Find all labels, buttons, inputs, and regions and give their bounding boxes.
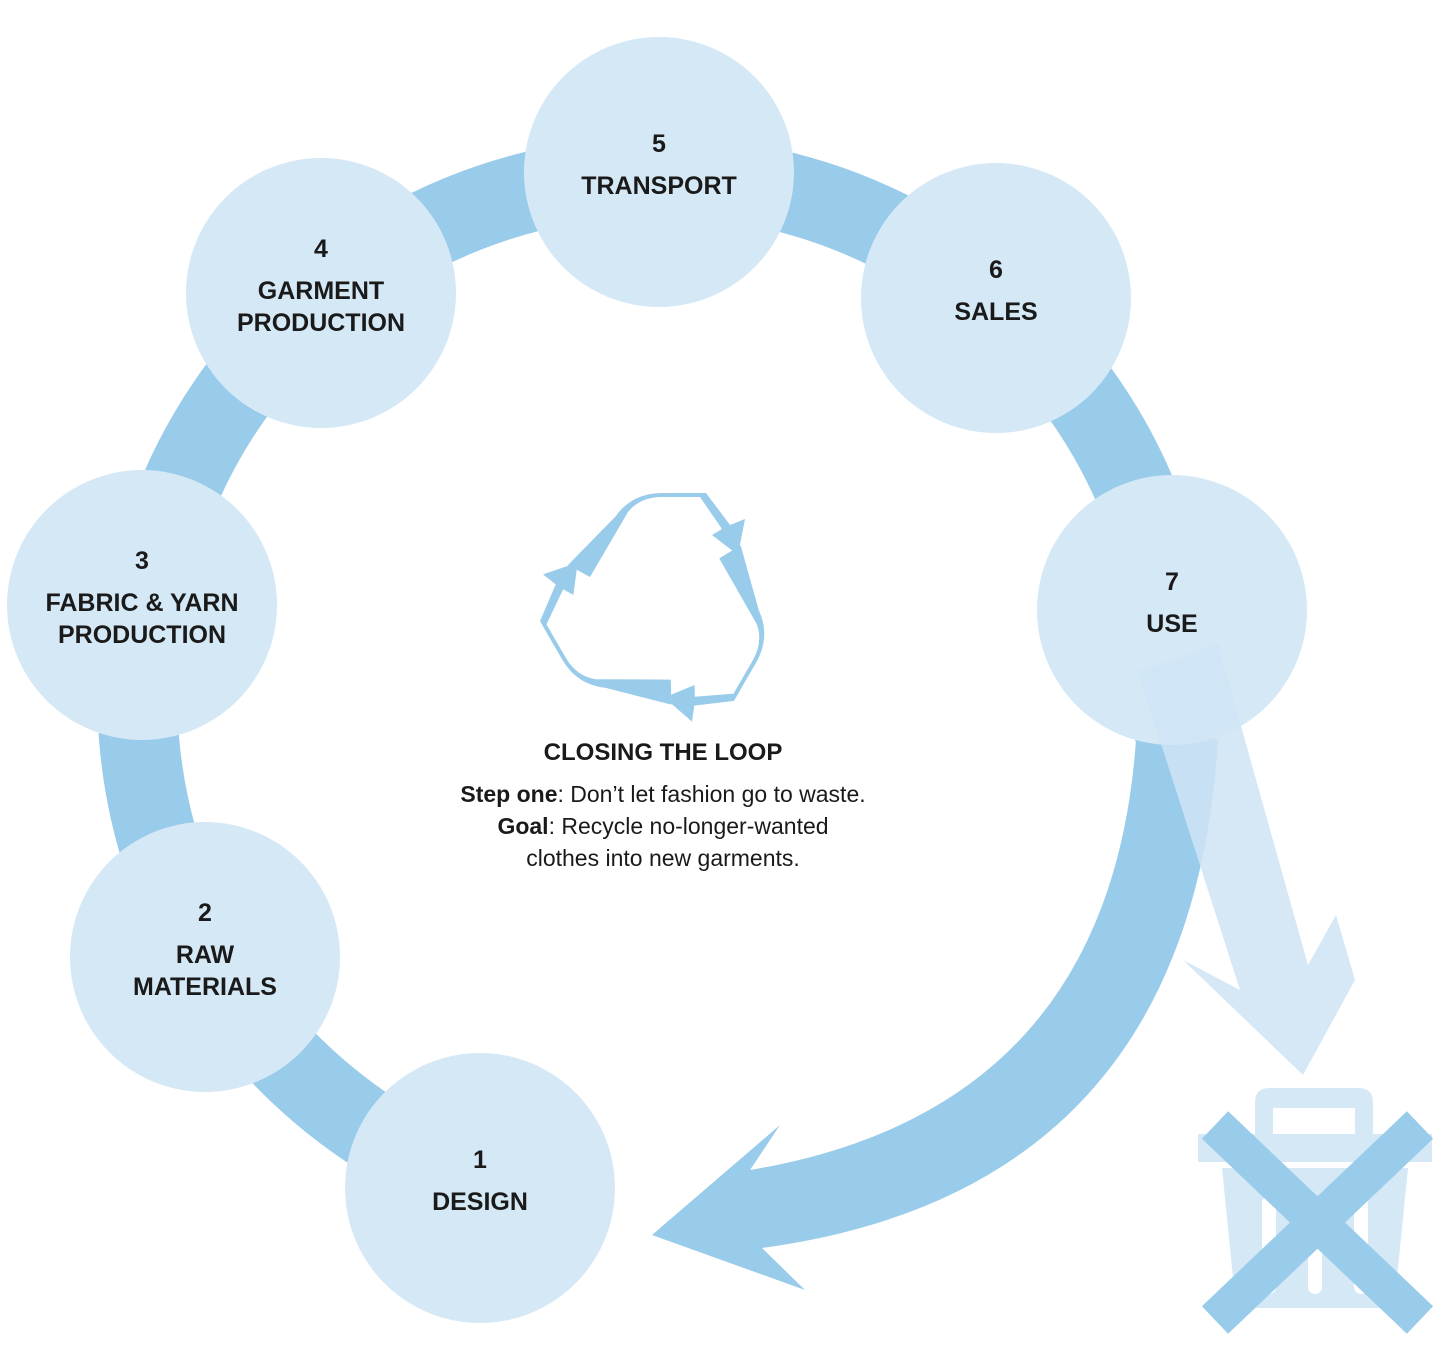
step-circle — [861, 163, 1131, 433]
step-circle — [70, 822, 340, 1092]
step-number: 2 — [198, 899, 212, 927]
step-label: GARMENT — [258, 277, 384, 305]
step-number: 1 — [473, 1146, 487, 1174]
step-label: USE — [1146, 610, 1197, 638]
step-label: MATERIALS — [133, 973, 277, 1001]
step-number: 3 — [135, 547, 149, 575]
step-circle — [7, 470, 277, 740]
step-one-label: Step one — [460, 781, 557, 807]
step-label: DESIGN — [432, 1188, 528, 1216]
discard-arrow-icon — [1138, 644, 1355, 1075]
step-circle — [524, 37, 794, 307]
step-number: 6 — [989, 256, 1003, 284]
step-number: 5 — [652, 130, 666, 158]
step-circle — [345, 1053, 615, 1323]
step-one-line: Step one: Don’t let fashion go to waste. — [460, 781, 865, 807]
step-label: RAW — [176, 941, 235, 969]
recycle-arrow-icon — [568, 493, 745, 577]
step-label: SALES — [954, 298, 1037, 326]
recycle-icon — [520, 493, 803, 741]
step-one-text: : Don’t let fashion go to waste. — [558, 781, 866, 807]
step-circle — [1037, 475, 1307, 745]
step-number: 4 — [314, 235, 328, 263]
center-title: CLOSING THE LOOP — [544, 739, 783, 766]
step-label: TRANSPORT — [581, 172, 737, 200]
goal-line: Goal: Recycle no-longer-wanted — [497, 813, 828, 839]
step-number: 7 — [1165, 568, 1179, 596]
goal-line-2: clothes into new garments. — [526, 845, 800, 871]
step-label: PRODUCTION — [237, 309, 405, 337]
cross-icon — [1201, 1111, 1434, 1334]
step-label: FABRIC & YARN — [45, 589, 238, 617]
goal-label: Goal — [497, 813, 548, 839]
return-arrow-icon — [652, 740, 1218, 1290]
step-label: PRODUCTION — [58, 621, 226, 649]
step-circle — [186, 158, 456, 428]
goal-text: : Recycle no-longer-wanted — [549, 813, 829, 839]
